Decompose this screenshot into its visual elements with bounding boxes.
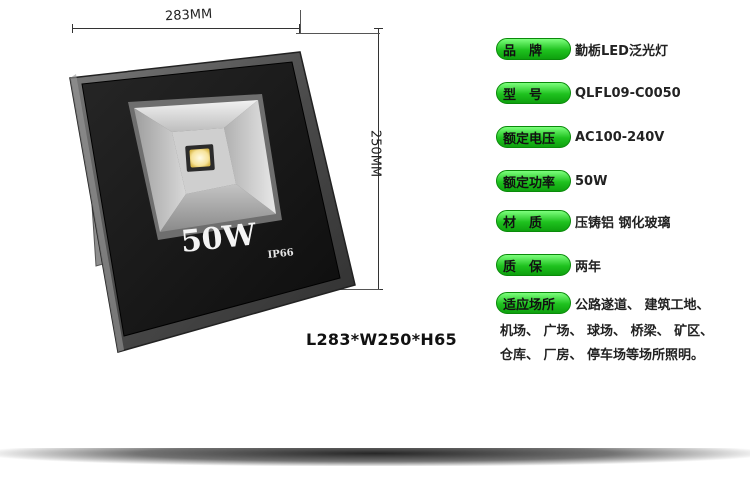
spec-value: QLFL09-C0050 — [575, 85, 681, 101]
spec-row-application: 适应场所 公路遂道、 建筑工地、 — [496, 292, 710, 314]
spec-row-warranty: 质 保 两年 — [496, 254, 601, 276]
ip-rating-marking: IP66 — [267, 247, 294, 261]
spec-label: 型 号 — [496, 82, 571, 104]
spec-value: 两年 — [575, 259, 602, 275]
bottom-shadow-divider — [0, 448, 750, 466]
spec-row-voltage: 额定电压 AC100-240V — [496, 126, 664, 148]
spec-value: 50W — [575, 173, 608, 189]
spec-label: 额定功率 — [496, 170, 571, 192]
flood-light-image: 50W IP66 — [69, 51, 356, 353]
height-extension-top — [296, 33, 380, 34]
spec-value: AC100-240V — [575, 129, 665, 145]
spec-label: 材 质 — [496, 210, 571, 232]
spec-row-model: 型 号 QLFL09-C0050 — [496, 82, 681, 104]
spec-label: 适应场所 — [496, 292, 571, 314]
spec-row-power: 额定功率 50W — [496, 170, 607, 192]
width-extension-line — [300, 10, 301, 34]
wattage-marking: 50W — [179, 217, 259, 260]
spec-label: 额定电压 — [496, 126, 571, 148]
height-extension-bottom — [330, 289, 380, 290]
application-line-1: 机场、 广场、 球场、 桥梁、 矿区、 — [500, 324, 714, 339]
spec-value: 公路遂道、 建筑工地、 — [575, 297, 710, 313]
spec-value: 勤栃LED泛光灯 — [575, 43, 668, 59]
application-line-2: 仓库、 厂房、 停车场等场所照明。 — [500, 348, 705, 363]
spec-label: 质 保 — [496, 254, 571, 276]
spec-label: 品 牌 — [496, 38, 571, 60]
spec-row-material: 材 质 压铸铝 钢化玻璃 — [496, 210, 671, 232]
width-dimension-line — [72, 24, 300, 33]
spec-value: 压铸铝 钢化玻璃 — [575, 215, 671, 231]
spec-row-brand: 品 牌 勤栃LED泛光灯 — [496, 38, 668, 60]
size-text: L283*W250*H65 — [306, 330, 457, 349]
